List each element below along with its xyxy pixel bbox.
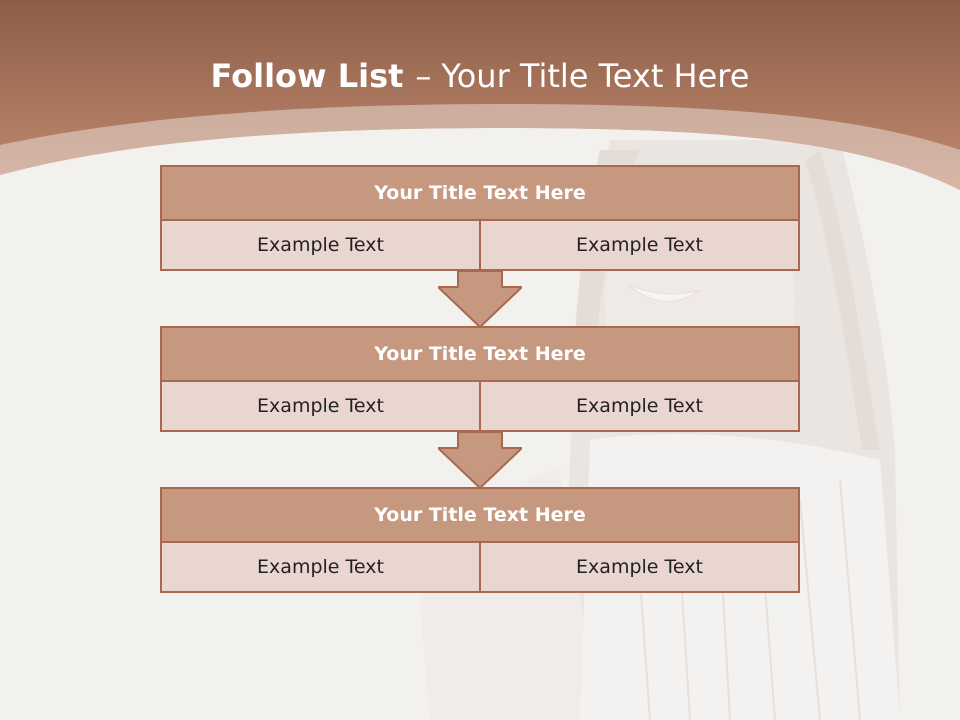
down-arrow-icon	[438, 432, 522, 488]
flow-block-row: Example Text Example Text	[160, 221, 800, 271]
flow-block-cell: Example Text	[160, 221, 481, 271]
flow-block-title: Your Title Text Here	[160, 487, 800, 543]
flow-block-cell: Example Text	[481, 221, 800, 271]
flow-block-cell: Example Text	[481, 543, 800, 593]
flow-block-row: Example Text Example Text	[160, 543, 800, 593]
slide-title-separator: –	[415, 57, 432, 95]
flow-block-title: Your Title Text Here	[160, 165, 800, 221]
flow-block-cell: Example Text	[481, 382, 800, 432]
slide-title-bold: Follow List	[210, 57, 404, 95]
flow-block-3: Your Title Text Here Example Text Exampl…	[160, 487, 800, 593]
slide-title: Follow List–Your Title Text Here	[0, 52, 960, 100]
flow-block-row: Example Text Example Text	[160, 382, 800, 432]
flow-block-title: Your Title Text Here	[160, 326, 800, 382]
flow-block-cell: Example Text	[160, 382, 481, 432]
flow-block-1: Your Title Text Here Example Text Exampl…	[160, 165, 800, 271]
down-arrow-icon	[438, 271, 522, 327]
header-band	[0, 0, 960, 190]
header-curve-strip	[0, 104, 960, 190]
slide-title-rest: Your Title Text Here	[441, 57, 750, 95]
flow-block-cell: Example Text	[160, 543, 481, 593]
flow-block-2: Your Title Text Here Example Text Exampl…	[160, 326, 800, 432]
